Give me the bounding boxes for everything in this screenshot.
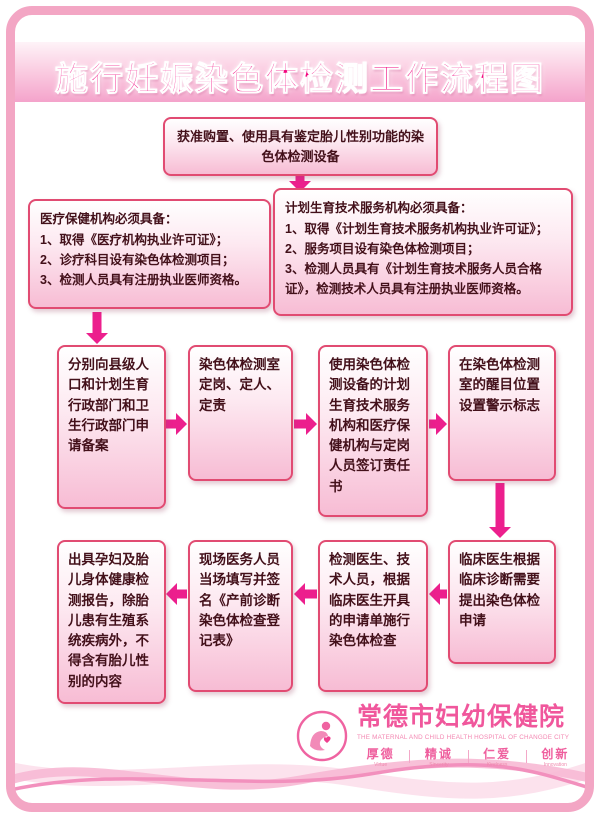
arrow-head (429, 583, 440, 605)
arrow-requirements-to-record (86, 312, 108, 344)
arrow-head (86, 333, 108, 344)
arrow-shaft (439, 589, 447, 599)
poster-title: 施行妊娠染色体检测工作流程图 (55, 60, 545, 98)
arrow-apply-to-test (429, 583, 447, 605)
arrow-record-to-staffing (166, 413, 187, 435)
arrow-responsibility-to-warning (429, 413, 447, 435)
arrow-shaft (294, 419, 307, 429)
motto-separator (525, 749, 527, 763)
flow-box-apply: 临床医生根据临床诊断需要提出染色体检申请 (448, 540, 556, 664)
arrow-head (306, 413, 317, 435)
motto-value: 仁爱 Kindness (474, 745, 521, 768)
motto-value: 厚德 Virtue (357, 745, 404, 768)
flow-box-equipment: 获准购置、使用具有鉴定胎儿性别功能的染色体检测设备 (163, 117, 438, 176)
arrow-head (294, 583, 305, 605)
motto-value: 创新 Innovation (532, 745, 579, 768)
flow-box-warning-sign: 在染色体检测室的醒目位置设置警示标志 (448, 345, 556, 481)
flow-box-test: 检测医生、技术人员，根据临床医生开具的申请单施行染色体检查 (318, 540, 428, 692)
motto-value: 精诚 Sincerity (415, 745, 462, 768)
arrow-test-to-register (294, 583, 317, 605)
arrow-shaft (92, 312, 102, 333)
footer-text: 常德市妇幼保健院 THE MATERNAL AND CHILD HEALTH H… (357, 703, 579, 768)
arrow-shaft (495, 483, 505, 527)
arrow-register-to-report (166, 583, 187, 605)
arrow-shaft (166, 419, 177, 429)
motto-cn: 精诚 (424, 746, 453, 761)
motto-en: Innovation (543, 761, 567, 768)
motto-cn: 仁爱 (483, 746, 512, 761)
motto-separator (409, 749, 411, 763)
arrow-shaft (429, 419, 437, 429)
arrow-head (176, 413, 187, 435)
family-planning-item-1: 1、取得《计划生育技术服务机构执业许可证》； (285, 222, 549, 236)
medical-org-header: 医疗保健机构必须具备： (40, 212, 178, 226)
decorative-waves (10, 758, 590, 799)
motto-cn: 创新 (541, 746, 570, 761)
arrow-shaft (176, 589, 187, 599)
hospital-logo (296, 710, 348, 761)
medical-org-item-1: 1、取得《医疗机构执业许可证》； (40, 233, 229, 247)
flow-box-responsibility: 使用染色体检测设备的计划生育技术服务机构和医疗保健机构与定岗人员签订责任书 (318, 345, 428, 517)
arrow-staffing-to-responsibility (294, 413, 317, 435)
flow-box-record: 分别向县级人口和计划生育行政部门和卫生行政部门申请备案 (57, 345, 166, 509)
arrow-head (289, 181, 311, 192)
motto-cn: 厚德 (366, 746, 395, 761)
hospital-name: 常德市妇幼保健院 (357, 703, 566, 731)
medical-org-item-2: 2、诊疗科目设有染色体检测项目； (40, 253, 235, 267)
arrow-head (489, 527, 511, 538)
motto-en: Sincerity (429, 761, 449, 768)
arrow-shaft (304, 589, 317, 599)
flow-box-staffing: 染色体检测室定岗、定人、定责 (188, 345, 293, 481)
medical-org-item-3: 3、检测人员具有注册执业医师资格。 (40, 273, 247, 287)
footer: 常德市妇幼保健院 THE MATERNAL AND CHILD HEALTH H… (296, 703, 579, 768)
hospital-name-english: THE MATERNAL AND CHILD HEALTH HOSPITAL O… (357, 733, 570, 741)
motto-separator (467, 749, 469, 763)
motto-en: Virtue (374, 761, 388, 768)
flow-box-family-planning-org: 计划生育技术服务机构必须具备： 1、取得《计划生育技术服务机构执业许可证》； 2… (273, 188, 573, 316)
flow-box-report: 出具孕妇及胎儿身体健康检测报告，除胎儿患有生殖系统疾病外，不得含有胎儿性别的内容 (57, 540, 166, 704)
arrow-head (436, 413, 447, 435)
family-planning-item-2: 2、服务项目设有染色体检测项目； (285, 242, 480, 256)
title-banner (15, 42, 585, 102)
flow-box-register: 现场医务人员当场填写并签名《产前诊断染色体检查登记表》 (188, 540, 293, 692)
family-planning-item-3: 3、检测人员具有《计划生育技术服务人员合格证》，检测技术人员具有注册执业医师资格… (285, 262, 542, 296)
hospital-motto: 厚德 Virtue 精诚 Sincerity 仁爱 Kindness 创新 In… (357, 745, 579, 768)
flow-box-medical-org: 医疗保健机构必须具备： 1、取得《医疗机构执业许可证》； 2、诊疗科目设有染色体… (28, 199, 271, 309)
family-planning-header: 计划生育技术服务机构必须具备： (285, 201, 473, 215)
arrow-warning-to-apply (489, 483, 511, 538)
motto-en: Kindness (486, 761, 508, 768)
arrow-head (166, 583, 177, 605)
